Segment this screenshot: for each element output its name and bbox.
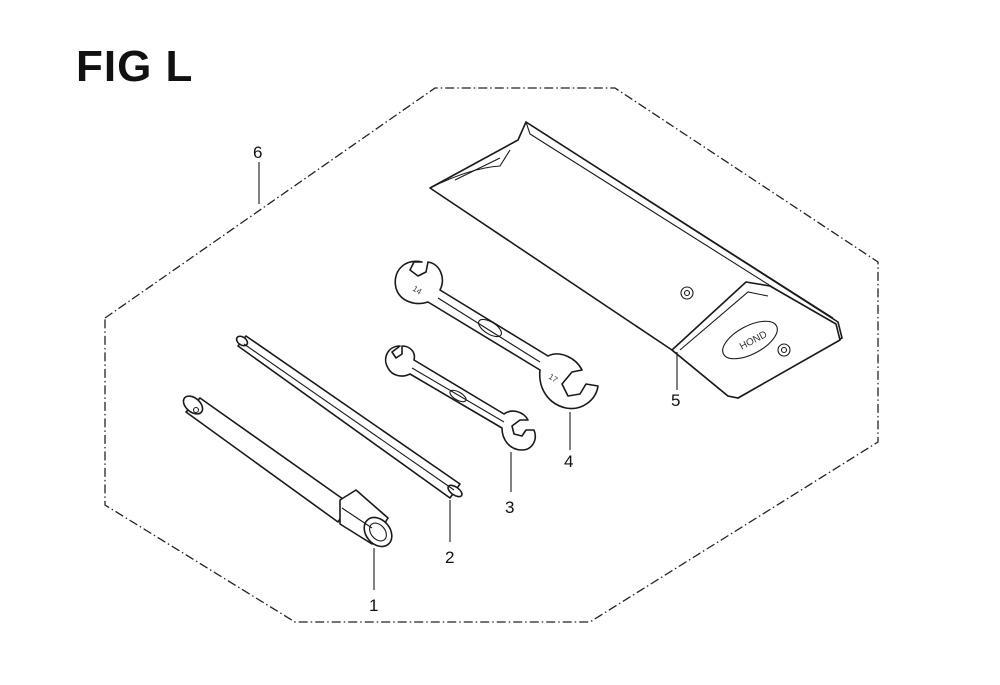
callout-2: 2 bbox=[445, 548, 454, 567]
figure-title: FIG L bbox=[76, 42, 194, 91]
callout-5: 5 bbox=[671, 391, 680, 410]
large-wrench-drawing: 14 17 bbox=[394, 260, 599, 410]
small-wrench-drawing bbox=[384, 345, 537, 451]
socket-wrench-drawing bbox=[182, 395, 393, 548]
callout-4: 4 bbox=[564, 452, 573, 471]
callout-1: 1 bbox=[369, 596, 378, 615]
kit-boundary-outline bbox=[104, 87, 879, 623]
leader-lines bbox=[258, 162, 678, 590]
handle-bar-drawing bbox=[235, 335, 463, 499]
callout-3: 3 bbox=[505, 498, 514, 517]
callout-6: 6 bbox=[253, 143, 262, 162]
tool-bag-drawing: HOND bbox=[429, 121, 843, 399]
